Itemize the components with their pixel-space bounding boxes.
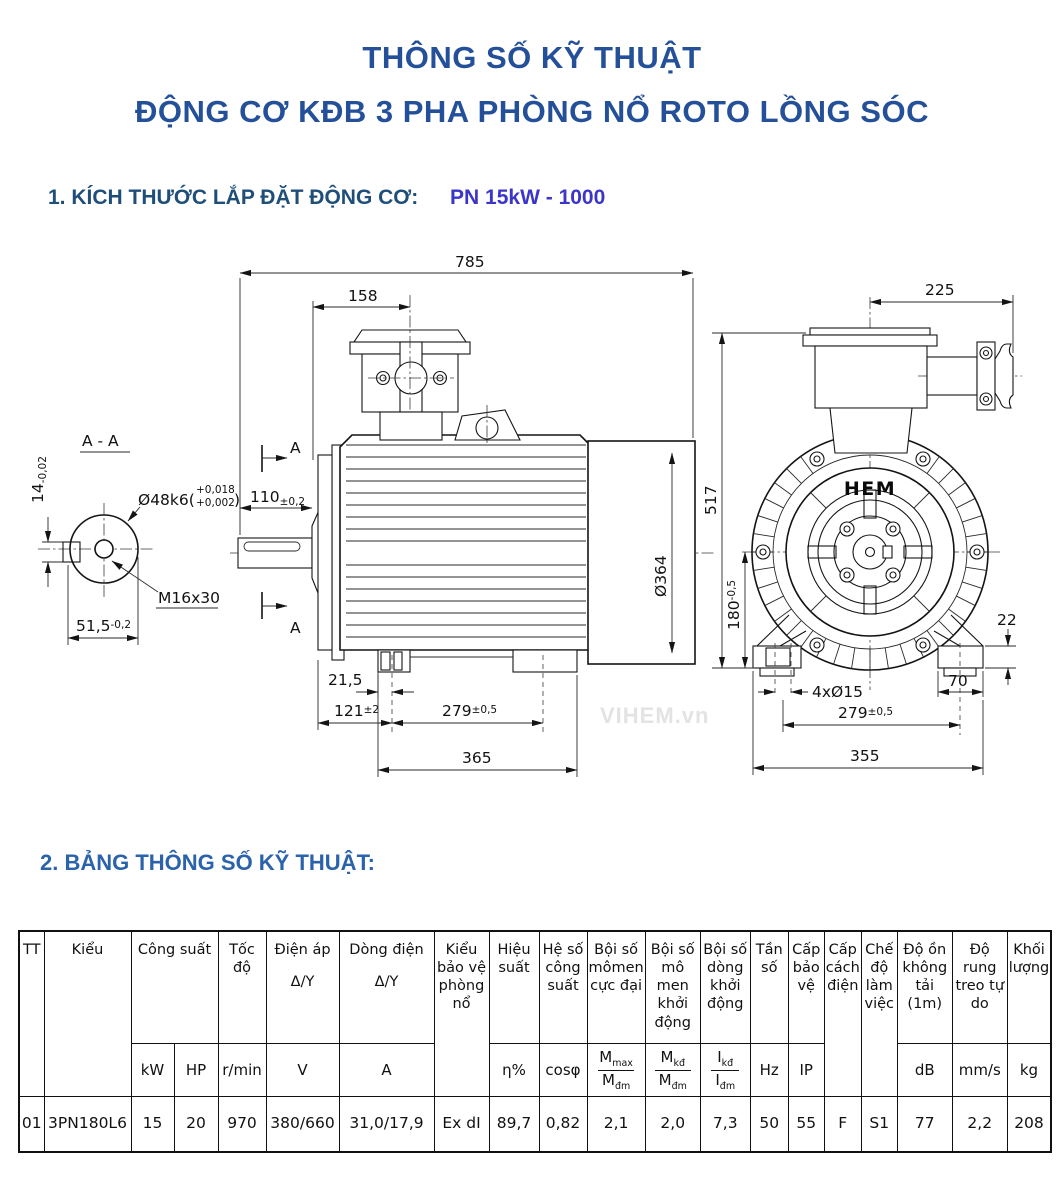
dim-box-offset: 158 (348, 287, 378, 305)
unit-noise: dB (896, 1043, 953, 1097)
dim-foot-height: 22 (997, 611, 1017, 629)
col-model: Kiểu (43, 930, 132, 1097)
unit-power-factor: cosφ (538, 1043, 588, 1097)
cell-duty: S1 (860, 1096, 898, 1153)
unit-voltage: V (265, 1043, 340, 1097)
unit-vibration: mm/s (951, 1043, 1008, 1097)
section-aa-view: A - A 14-0,02 Ø48k6( +0,018 +0,002 ) (29, 432, 240, 645)
section-aa-title: A - A (82, 432, 119, 450)
dim-base-length: 365 (462, 749, 492, 767)
section1-label: 1. KÍCH THƯỚC LẮP ĐẶT ĐỘNG CƠ: (48, 186, 419, 209)
cell-vibration: 2,2 (951, 1096, 1008, 1153)
page-title: THÔNG SỐ KỸ THUẬT (362, 40, 702, 75)
section1-heading: 1. KÍCH THƯỚC LẮP ĐẶT ĐỘNG CƠ: PN 15kW -… (48, 186, 605, 210)
cell-noise: 77 (896, 1096, 953, 1153)
dim-fan-diameter: Ø364 (652, 555, 670, 597)
page-subtitle: ĐỘNG CƠ KĐB 3 PHA PHÒNG NỔ ROTO LỒNG SÓC (135, 94, 929, 129)
dim-foot-edge: 21,5 (328, 671, 363, 689)
front-view: HEM 225 51 (702, 281, 1022, 775)
col-protection-class: Cấp bảo vệ (787, 930, 825, 1044)
dim-flange-to-foot: 121±2 (334, 702, 379, 720)
col-efficiency: Hiệu suất (488, 930, 540, 1044)
cell-protection: Ex dI (433, 1096, 490, 1153)
installation-dimensions-drawing: A - A 14-0,02 Ø48k6( +0,018 +0,002 ) (29, 253, 1022, 777)
cell-rpm: 970 (217, 1096, 267, 1153)
col-tt: TT (18, 930, 45, 1097)
cell-tt: 01 (18, 1096, 45, 1153)
unit-hp: HP (173, 1043, 219, 1097)
col-start-torque: Bội số mô men khởi động (644, 930, 701, 1044)
side-view: 785 158 A A 110±0,2 Ø364 21,5 (230, 253, 715, 777)
section-mark-bottom: A (290, 619, 301, 637)
brand-logo: HEM (844, 478, 896, 500)
dim-overall-length: 785 (455, 253, 485, 271)
cooling-fins (751, 433, 989, 671)
unit-protection-class: IP (787, 1043, 825, 1097)
col-weight: Khối lượng (1006, 930, 1052, 1044)
unit-current: A (338, 1043, 435, 1097)
cell-current: 31,0/17,9 (338, 1096, 435, 1153)
section2-heading: 2. BẢNG THÔNG SỐ KỸ THUẬT: (40, 850, 375, 875)
front-feet (752, 614, 984, 735)
table-row: 01 3PN180L6 15 20 970 380/660 31,0/17,9 … (18, 1096, 1052, 1153)
dim-axis-height: 180-0,5 (725, 580, 743, 630)
dim-shaft-diameter: Ø48k6( +0,018 +0,002 ) (138, 480, 240, 510)
dim-foot-span-front: 279±0,5 (838, 704, 893, 722)
cell-hz: 50 (749, 1096, 789, 1153)
col-frequency: Tần số (749, 930, 789, 1044)
motor-model-code: PN 15kW - 1000 (450, 186, 606, 209)
dim-shaft-length: 110±0,2 (250, 488, 305, 508)
cell-ip: 55 (787, 1096, 825, 1153)
col-insulation: Cấp cách điện (823, 930, 862, 1097)
cell-weight: 208 (1006, 1096, 1052, 1153)
cell-mmax: 2,1 (586, 1096, 646, 1153)
dim-thread: M16x30 (158, 589, 220, 607)
unit-rpm: r/min (217, 1043, 267, 1097)
cell-voltage: 380/660 (265, 1096, 340, 1153)
bearing-bolts (839, 521, 901, 583)
dim-overall-height: 517 (702, 485, 720, 515)
watermark: VIHEM.vn (600, 703, 709, 728)
col-protection-type: Kiểu bảo vệ phòng nổ (433, 930, 490, 1097)
dim-section-width: 51,5-0,2 (76, 617, 131, 635)
col-start-current: Bội số dòng khởi động (699, 930, 751, 1044)
section-mark-top: A (290, 439, 301, 457)
cell-mkd: 2,0 (644, 1096, 701, 1153)
col-speed: Tốc độ (217, 930, 267, 1044)
dim-key-width: 14-0,02 (29, 456, 49, 503)
unit-kw: kW (130, 1043, 175, 1097)
cell-hp: 20 (173, 1096, 219, 1153)
dim-base-width: 355 (850, 747, 880, 765)
col-vibration: Độ rung treo tự do (951, 930, 1008, 1044)
unit-efficiency: η% (488, 1043, 540, 1097)
dim-foot-holes: 4xØ15 (812, 683, 863, 701)
dim-foot-span-side: 279±0,5 (442, 702, 497, 720)
col-noise: Độ ồn không tải (1m) (896, 930, 953, 1044)
cell-ikd: 7,3 (699, 1096, 751, 1153)
dim-box-width: 225 (925, 281, 955, 299)
cell-efficiency: 89,7 (488, 1096, 540, 1153)
col-duty: Chế độ làm việc (860, 930, 898, 1097)
cell-model: 3PN180L6 (43, 1096, 132, 1153)
col-max-torque: Bội số mômen cực đại (586, 930, 646, 1044)
col-power-factor: Hệ số công suất (538, 930, 588, 1044)
cell-kw: 15 (130, 1096, 175, 1153)
dim-foot-width: 70 (948, 672, 968, 690)
cell-insulation: F (823, 1096, 862, 1153)
col-power: Công suất (130, 930, 219, 1044)
unit-weight: kg (1006, 1043, 1052, 1097)
unit-frequency: Hz (749, 1043, 789, 1097)
shield-bolts (755, 451, 985, 653)
cell-cos-phi: 0,82 (538, 1096, 588, 1153)
